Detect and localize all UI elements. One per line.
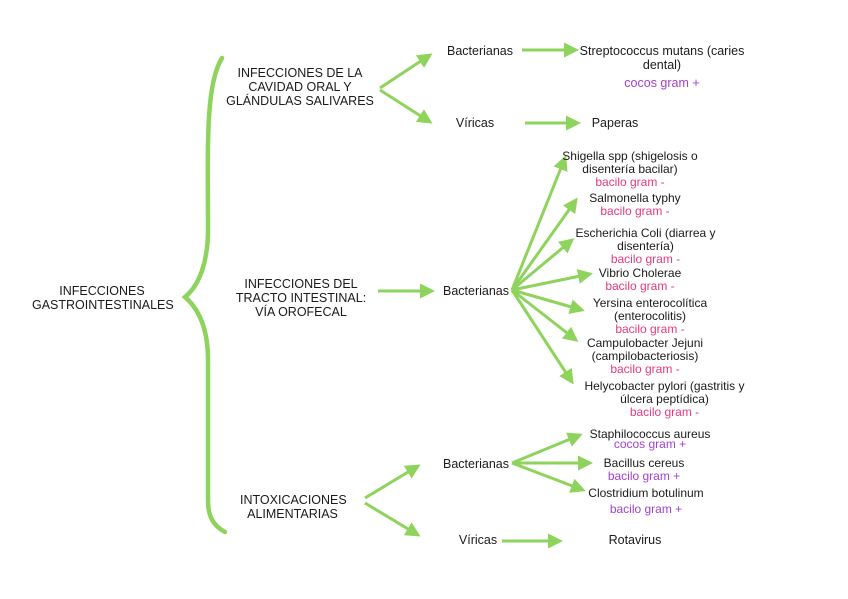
item-name-line: Shigella spp (shigelosis o (562, 149, 698, 163)
branch-viricas-oral: Víricas (455, 116, 495, 130)
item-name-line: Vibrio Cholerae (598, 266, 682, 280)
item-name-line: Escherichia Coli (diarrea y (575, 226, 716, 240)
arrow-to-staphilococcus (511, 432, 583, 465)
group-title-line: ALIMENTARIAS (247, 507, 338, 521)
gram-badge: bacilo gram + (609, 502, 683, 516)
group-title-oral: INFECCIONES DE LA CAVIDAD ORAL Y GLÁNDUL… (225, 66, 375, 108)
gram-badge: bacilo gram + (607, 469, 681, 483)
arrow-oral-to-bacterianas (379, 53, 433, 90)
item-yersina: Yersina enterocolítica (enterocolitis) b… (580, 297, 720, 336)
group-title-line: CAVIDAD ORAL Y (248, 80, 352, 94)
item-streptococcus-mutans: Streptococcus mutans (caries dental) coc… (572, 44, 752, 90)
item-staphilococcus: Staphilococcus aureus cocos gram + (585, 428, 715, 451)
arrow-to-yersina (511, 288, 585, 314)
item-name-line: disentería bacilar) (582, 162, 678, 176)
arrow-oral-to-viricas (379, 88, 433, 124)
group-title-line: VÍA OROFECAL (255, 305, 347, 319)
item-helycobacter: Helycobacter pylori (gastritis y úlcera … (577, 380, 752, 419)
item-escherichia-coli: Escherichia Coli (diarrea y disentería) … (563, 227, 728, 266)
gram-badge: cocos gram + (624, 76, 700, 90)
gram-badge: bacilo gram - (600, 204, 670, 218)
item-name-line: disentería) (617, 239, 674, 253)
root-label-line: GASTROINTESTINALES (32, 298, 174, 312)
gram-badge: bacilo gram - (605, 279, 675, 293)
gram-badge: bacilo gram - (610, 362, 680, 376)
gram-badge: bacilo gram - (595, 175, 665, 189)
item-salmonella: Salmonella typhy bacilo gram - (575, 192, 695, 218)
item-name-line: úlcera peptídica) (620, 392, 709, 406)
gram-badge: bacilo gram - (610, 252, 681, 266)
item-name-line: Bacillus cereus (603, 456, 685, 470)
item-bacillus-cereus: Bacillus cereus bacilo gram + (594, 457, 694, 483)
arrow-intox-to-viricas (364, 501, 421, 537)
item-name-line: Streptococcus mutans (caries (579, 44, 745, 58)
branch-bacterianas-oral: Bacterianas (446, 44, 513, 58)
group-title-intoxicaciones: INTOXICACIONES ALIMENTARIAS (240, 493, 347, 521)
item-name-line: (campilobacteriosis) (591, 349, 699, 363)
item-clostridium: Clostridium botulinum bacilo gram + (586, 487, 706, 516)
arrow-intox-to-bacterianas (364, 464, 421, 500)
item-name-line: Clostridium botulinum (588, 486, 704, 500)
arrow-to-campulobacter (511, 288, 579, 342)
arrow-to-shigella (510, 155, 568, 291)
group-title-line: INTOXICACIONES (240, 493, 347, 507)
main-brace (181, 55, 228, 535)
branch-bacterianas-intestinal: Bacterianas (442, 284, 509, 298)
branch-bacterianas-intoxicaciones: Bacterianas (442, 457, 509, 471)
item-name-line: Staphilococcus aureus (589, 427, 711, 441)
gram-badge: cocos gram + (613, 437, 687, 451)
root-label-line: INFECCIONES (59, 284, 145, 298)
item-campulobacter: Campulobacter Jejuni (campilobacteriosis… (580, 337, 710, 376)
arrow-to-salmonella (510, 197, 578, 291)
group-title-intestinal: INFECCIONES DEL TRACTO INTESTINAL: VÍA O… (226, 277, 376, 319)
group-title-line: GLÁNDULAS SALIVARES (226, 94, 374, 108)
gram-badge: bacilo gram - (615, 322, 685, 336)
item-name-line: Campulobacter Jejuni (586, 336, 704, 350)
branch-viricas-intoxicaciones: Víricas (458, 533, 498, 547)
group-title-line: INFECCIONES DEL (244, 277, 358, 291)
item-rotavirus: Rotavirus (608, 533, 662, 547)
item-name-line: Salmonella typhy (589, 191, 681, 205)
arrow-to-escherichia (511, 238, 575, 292)
item-shigella: Shigella spp (shigelosis o disentería ba… (560, 150, 700, 189)
root-label: INFECCIONES GASTROINTESTINALES (32, 284, 174, 312)
item-vibrio-cholerae: Vibrio Cholerae bacilo gram - (590, 267, 690, 293)
arrow-to-helycobacter (510, 289, 574, 385)
arrow-to-clostridium (511, 461, 586, 493)
group-title-line: INFECCIONES DE LA (237, 66, 363, 80)
item-name-line: (enterocolitis) (613, 309, 687, 323)
group-title-line: TRACTO INTESTINAL: (235, 291, 367, 305)
item-name-line: dental) (642, 58, 682, 72)
item-paperas: Paperas (591, 116, 639, 130)
gram-badge: bacilo gram - (629, 405, 700, 419)
item-name-line: Yersina enterocolítica (592, 296, 708, 310)
arrow-to-vibrio (511, 269, 593, 292)
item-name-line: Helycobacter pylori (gastritis y (584, 379, 745, 393)
